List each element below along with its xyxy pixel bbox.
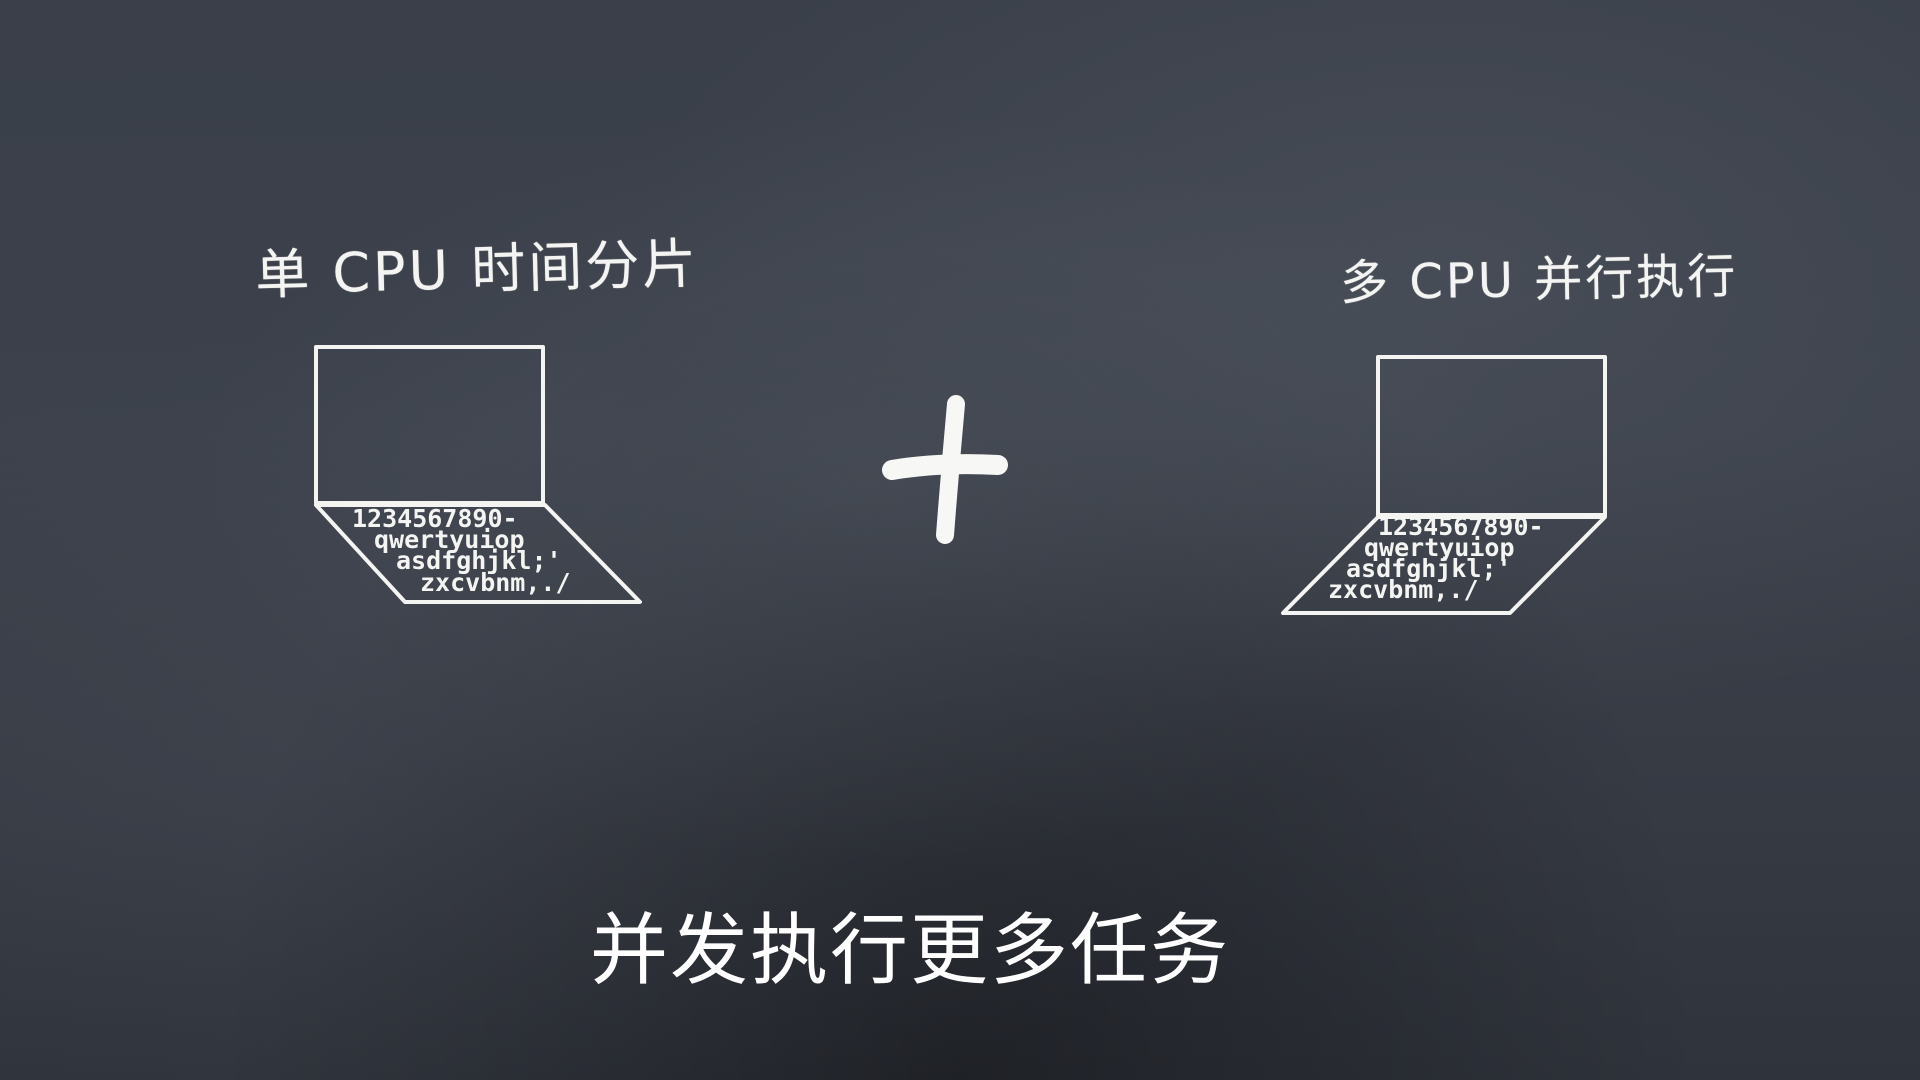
right-kb-row-4: zxcvbnm,./ (1328, 575, 1479, 604)
laptop-left-icon: 1234567890- qwertyuiop asdfghjkl;' zxcvb… (314, 345, 642, 604)
plus-vertical-stroke (936, 395, 965, 544)
laptop-left-base (314, 503, 642, 604)
right-kb-row-2: qwertyuiop (1364, 533, 1515, 562)
slide-caption: 并发执行更多任务 (589, 906, 1230, 996)
laptop-left-screen (314, 345, 545, 505)
laptop-right-base (1281, 515, 1607, 615)
left-kb-row-2: qwertyuiop (374, 525, 525, 554)
laptop-right-icon: 1234567890- qwertyuiop asdfghjkl;' zxcvb… (1281, 355, 1607, 615)
left-kb-row-1: 1234567890- (352, 504, 518, 533)
laptop-right-screen (1376, 355, 1607, 517)
right-kb-row-3: asdfghjkl;' (1346, 554, 1512, 583)
left-kb-row-4: zxcvbnm,./ (420, 568, 571, 597)
left-kb-row-3: asdfghjkl;' (396, 546, 562, 575)
plus-icon (882, 395, 1008, 544)
right-kb-row-1: 1234567890- (1378, 512, 1544, 541)
